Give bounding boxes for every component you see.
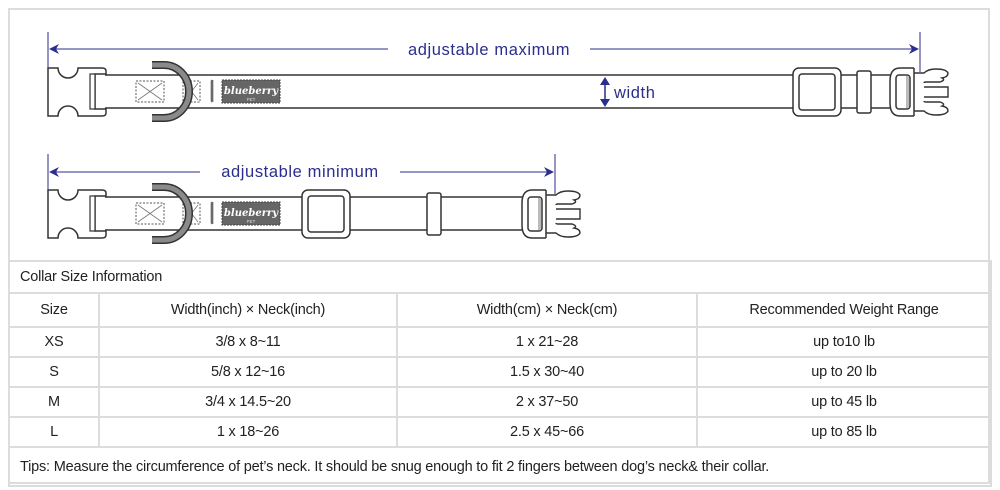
arrow-right-icon [909,44,919,54]
table-row: L 1 x 18~26 2.5 x 45~66 up to 85 lb [8,416,992,448]
cell-inch: 5/8 x 12~16 [98,356,398,388]
cell-size: M [8,386,100,418]
arrow-left-icon [49,167,59,177]
cell-inch: 3/4 x 14.5~20 [98,386,398,418]
header-weight: Recommended Weight Range [696,292,992,328]
adjustable-minimum-label: adjustable minimum [221,163,379,181]
cell-cm: 2 x 37~50 [396,386,698,418]
arrow-left-icon [49,44,59,54]
collar-max: blueberry PET [47,65,949,118]
brand-logo: blueberry PET [221,201,281,226]
width-label: width [613,84,656,102]
cell-inch: 3/8 x 8~11 [98,326,398,358]
size-table: Collar Size Information Size Width(inch)… [8,260,992,487]
adjustable-minimum-dimension: adjustable minimum [47,154,556,194]
cell-weight: up to10 lb [696,326,992,358]
cell-inch: 1 x 18~26 [98,416,398,448]
arrow-down-icon [600,99,610,107]
cell-size: XS [8,326,100,358]
adjustable-maximum-dimension: adjustable maximum [47,32,921,72]
cell-cm: 1 x 21~28 [396,326,698,358]
cell-cm: 1.5 x 30~40 [396,356,698,388]
cell-weight: up to 45 lb [696,386,992,418]
cell-weight: up to 85 lb [696,416,992,448]
tips-text: Tips: Measure the circumference of pet’s… [8,446,992,487]
collar-min: blueberry PET [47,187,581,240]
svg-text:blueberry: blueberry [224,208,279,219]
table-header-row: Size Width(inch) × Neck(inch) Width(cm) … [8,292,992,328]
svg-text:PET: PET [247,97,256,102]
arrow-right-icon [544,167,554,177]
header-cm: Width(cm) × Neck(cm) [396,292,698,328]
arrow-up-icon [600,77,610,85]
brand-logo: blueberry PET [221,79,281,104]
cell-cm: 2.5 x 45~66 [396,416,698,448]
table-caption: Collar Size Information [8,260,992,294]
collar-diagram: adjustable maximum blueberry PET width [47,32,949,260]
table-row: XS 3/8 x 8~11 1 x 21~28 up to10 lb [8,326,992,358]
header-inch: Width(inch) × Neck(inch) [98,292,398,328]
cell-size: L [8,416,100,448]
table-row: S 5/8 x 12~16 1.5 x 30~40 up to 20 lb [8,356,992,388]
adjustable-maximum-label: adjustable maximum [408,41,570,59]
svg-text:blueberry: blueberry [224,86,279,97]
header-size: Size [8,292,100,328]
table-row: M 3/4 x 14.5~20 2 x 37~50 up to 45 lb [8,386,992,418]
cell-size: S [8,356,100,388]
cell-weight: up to 20 lb [696,356,992,388]
width-dimension: width [600,77,656,107]
svg-text:PET: PET [247,219,256,224]
